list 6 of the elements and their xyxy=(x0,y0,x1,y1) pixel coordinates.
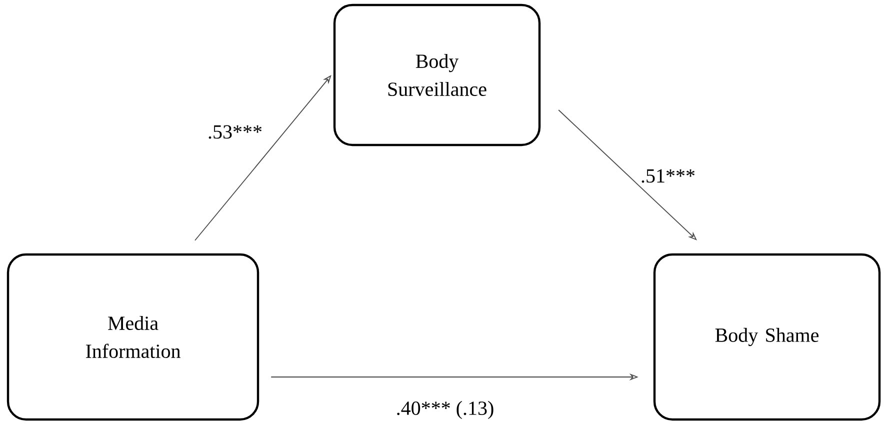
variable-box: Media Information xyxy=(6,253,260,421)
path-coefficient: .40*** (.13) xyxy=(394,398,496,422)
variable-box: Body Surveillance xyxy=(333,4,541,146)
path-coefficient: .51*** xyxy=(638,167,698,185)
variable-box: Body Shame xyxy=(653,253,881,421)
path-coefficient: .53*** xyxy=(206,123,264,141)
